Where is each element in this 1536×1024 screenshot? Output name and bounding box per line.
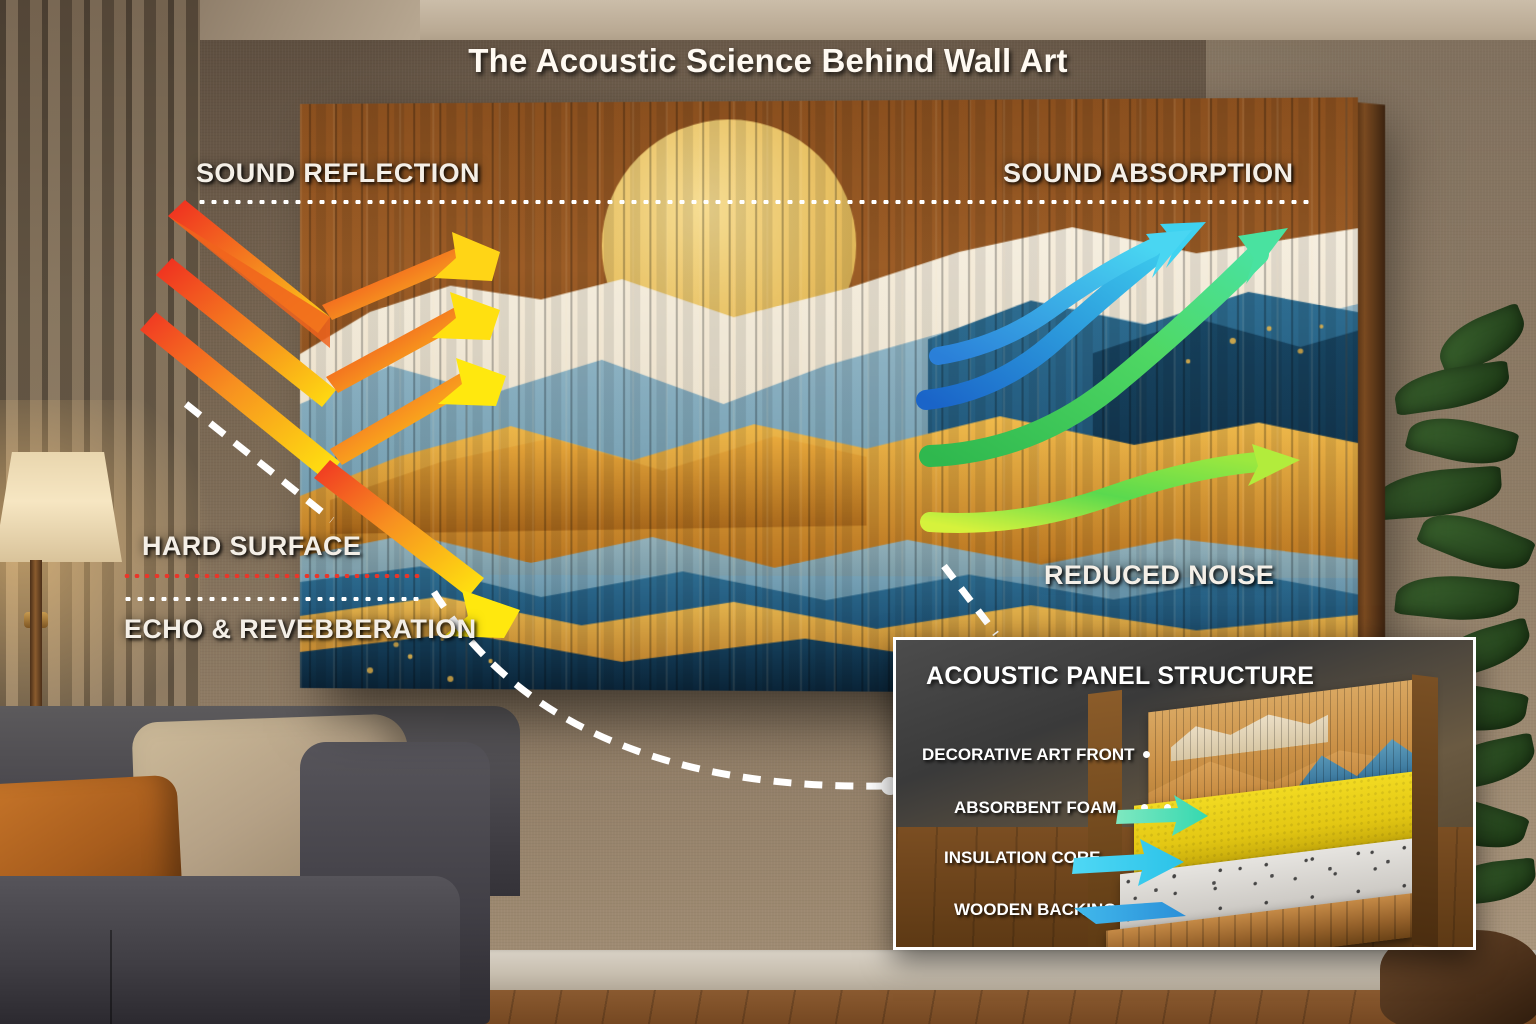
label-sound-absorption: SOUND ABSORPTION — [1003, 158, 1294, 188]
page-title: The Acoustic Science Behind Wall Art — [468, 42, 1068, 79]
hard-surface-rule — [122, 574, 422, 578]
inset-dot — [1141, 804, 1148, 811]
floor-lamp-shade — [0, 452, 122, 562]
panel-right-edge — [1412, 674, 1438, 947]
label-hard-surface: HARD SURFACE — [142, 531, 362, 561]
inset-title: ACOUSTIC PANEL STRUCTURE — [926, 662, 1315, 690]
acoustic-panel-structure-inset[interactable]: ACOUSTIC PANEL STRUCTURE DECORATIVE ART … — [893, 637, 1476, 950]
inset-label-absorbent-foam: ABSORBENT FOAM — [954, 798, 1117, 817]
label-sound-reflection: SOUND REFLECTION — [196, 158, 480, 188]
sofa-seat — [0, 876, 460, 1024]
inset-dot — [1164, 804, 1171, 811]
label-reduced-noise: REDUCED NOISE — [1044, 560, 1275, 590]
sofa-seam — [110, 930, 112, 1024]
label-echo-reverberation: ECHO & REVEBBERATION — [124, 614, 477, 644]
inset-label-wooden-backing: WOODEN BACKING — [954, 900, 1117, 919]
canvas-depth-edge — [1353, 101, 1386, 697]
sound-reflection-rule — [196, 200, 1314, 204]
lamp-pole — [30, 560, 42, 730]
inset-label-decorative-art-front: DECORATIVE ART FRONT — [922, 745, 1135, 764]
echo-rule — [122, 597, 422, 601]
inset-label-insulation-core: INSULATION CORE — [944, 848, 1101, 867]
inset-dot — [1143, 751, 1150, 758]
